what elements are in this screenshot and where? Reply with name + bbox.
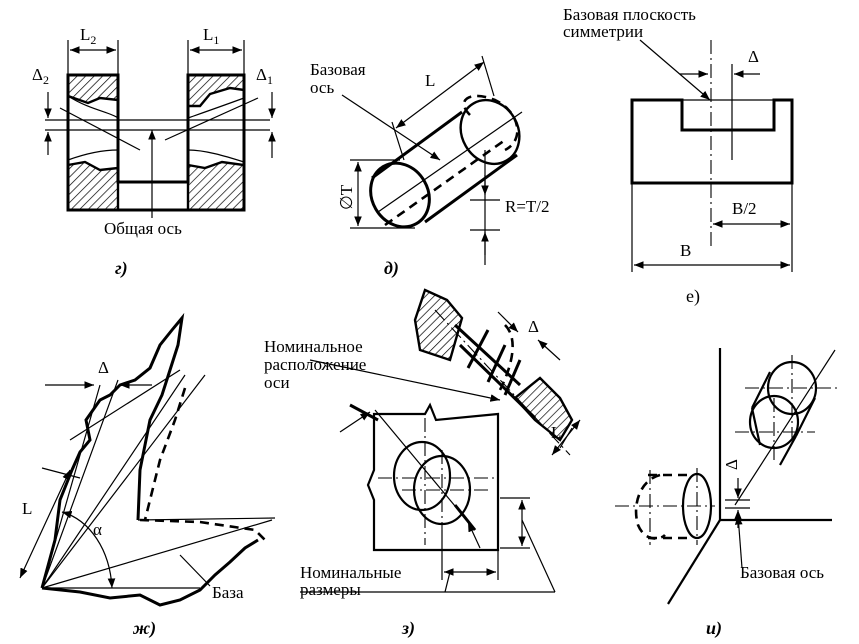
- caption-e: е): [686, 286, 700, 307]
- label-sizes-1: Номинальные: [300, 563, 401, 582]
- label-base-axis-1: Базовая: [310, 60, 366, 79]
- label-alpha: α: [93, 520, 102, 539]
- label-T: ∅T: [337, 184, 356, 210]
- label-nominal-3: оси: [264, 373, 290, 392]
- label-L-d: L: [425, 71, 435, 90]
- caption-i: и): [706, 618, 722, 639]
- figure-d: L Базовая ось ∅T R=T/2 д): [310, 55, 550, 279]
- label-nominal-2: расположение: [264, 355, 366, 374]
- label-base-zh: База: [212, 583, 244, 602]
- figure-z: Δ L Номинальное расположение оси: [264, 288, 581, 639]
- figure-i: Δ Базовая ось и): [615, 348, 840, 639]
- caption-g: г): [115, 258, 128, 279]
- figure-e: Базовая плоскость симметрии Δ B/2 B е): [563, 5, 794, 307]
- label-L1: L1: [203, 25, 219, 47]
- label-L-zh: L: [22, 499, 32, 518]
- label-delta-e: Δ: [748, 47, 759, 66]
- label-delta2: Δ2: [32, 65, 49, 87]
- label-B: B: [680, 241, 691, 260]
- label-sizes-2: размеры: [300, 580, 361, 599]
- label-delta-zh: Δ: [98, 358, 109, 377]
- label-L-z: L: [551, 423, 561, 442]
- label-base-axis-2: ось: [310, 78, 334, 97]
- caption-zh: ж): [132, 618, 156, 639]
- caption-z: з): [401, 618, 415, 639]
- label-common-axis: Общая ось: [104, 219, 182, 238]
- label-delta-i: Δ: [722, 459, 741, 470]
- label-base-axis-i: Базовая ось: [740, 563, 824, 582]
- label-plane-1: Базовая плоскость: [563, 5, 696, 24]
- label-B2: B/2: [732, 199, 757, 218]
- figure-g: L2 L1 Δ2 Δ1 Общая ось г): [32, 25, 276, 279]
- caption-d: д): [384, 258, 399, 279]
- label-delta-z: Δ: [528, 317, 539, 336]
- label-R: R=T/2: [505, 197, 550, 216]
- label-plane-2: симметрии: [563, 22, 643, 41]
- label-nominal-1: Номинальное: [264, 337, 363, 356]
- figure-zh: Δ L α База ж): [19, 312, 276, 639]
- label-L2: L2: [80, 25, 96, 47]
- label-delta1: Δ1: [256, 65, 273, 87]
